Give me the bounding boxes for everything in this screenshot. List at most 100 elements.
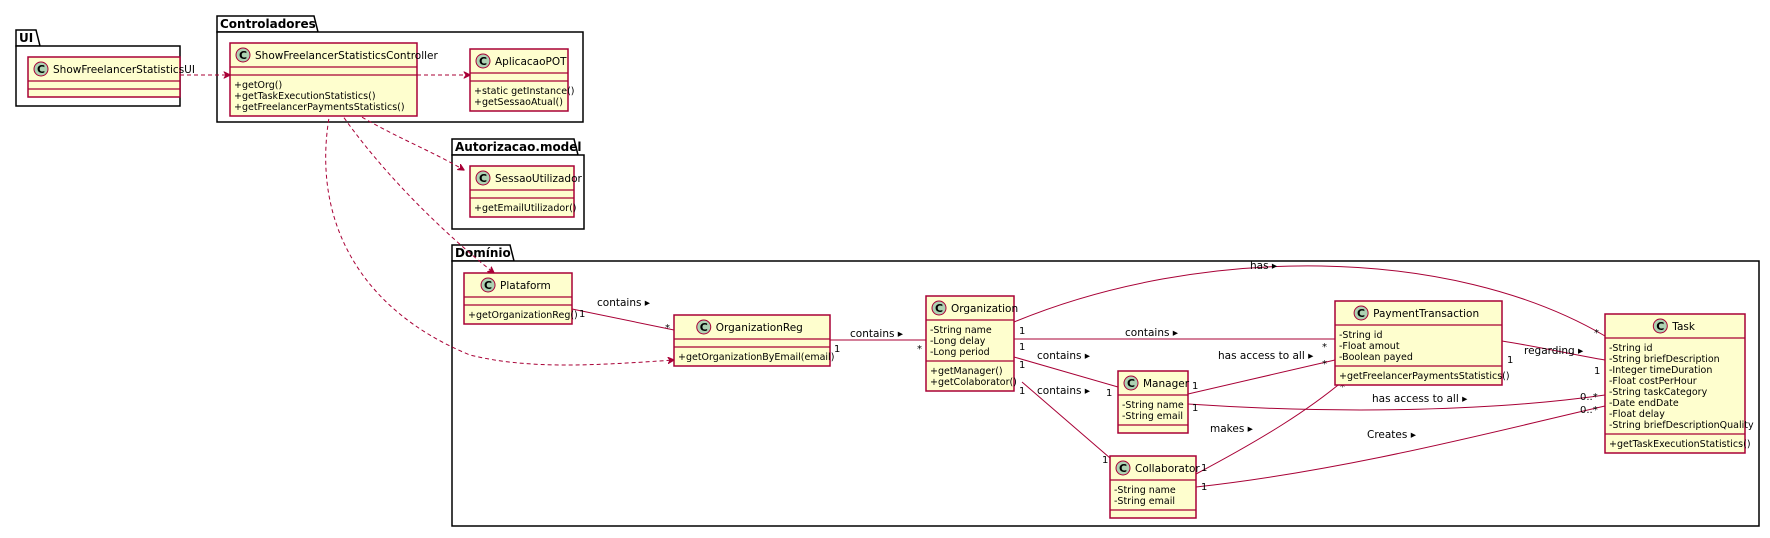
class-Plataform[interactable]: C Plataform +getOrganizationReg() [463, 272, 578, 325]
assoc-manager-task-label: has access to all ▸ [1372, 393, 1468, 405]
mult-col-pay-1: 1 [1201, 463, 1207, 474]
mult-org-pay-1: 1 [1019, 342, 1025, 353]
class-icon [480, 277, 496, 293]
class-icon [696, 319, 712, 335]
class-icon-letter: C [935, 302, 943, 315]
class-attribute: -String name [1114, 485, 1176, 496]
class-attribute: -String name [930, 325, 992, 336]
classes: C ShowFreelancerStatisticsUI C ShowFreelanc… [27, 42, 1754, 519]
class-icon [1652, 318, 1668, 334]
class-box [27, 56, 181, 98]
class-icon-letter: C [1127, 377, 1135, 390]
class-method: +getOrganizationByEmail(email) [678, 352, 834, 363]
class-attribute: -String briefDescription [1609, 354, 1720, 365]
class-name: Plataform [500, 280, 551, 292]
class-icon [33, 61, 49, 77]
assoc-org-task-label: has ▸ [1250, 260, 1278, 272]
assoc-org-task [1013, 265, 1606, 337]
assoc-payment-task-label: regarding ▸ [1524, 345, 1584, 357]
class-icon-letter: C [239, 49, 247, 62]
assoc-collab-payment [1195, 374, 1351, 475]
class-name: ShowFreelancerStatisticsController [255, 50, 439, 62]
class-name: ShowFreelancerStatisticsUI [53, 64, 195, 76]
class-attribute: -String name [1122, 400, 1184, 411]
assoc-plat-orgreg [571, 308, 675, 331]
class-attribute: -String briefDescriptionQuality [1609, 420, 1754, 431]
class-AplicacaoPOT[interactable]: C AplicacaoPOT +static getInstance()+getSe… [469, 48, 574, 112]
dep-controller-plataform [339, 111, 494, 273]
class-ShowFreelancerStatisticsController[interactable]: C ShowFreelancerStatisticsController +getO… [229, 42, 439, 117]
assoc-collab-task-label: Creates ▸ [1367, 429, 1417, 441]
mult-task-0n-2: 0..* [1580, 405, 1598, 416]
mult-orgreg-star: * [665, 323, 670, 334]
dep-controller-orgreg [325, 111, 674, 366]
class-ShowFreelancerStatisticsUI[interactable]: C ShowFreelancerStatisticsUI [27, 56, 195, 98]
class-icon [1123, 375, 1139, 391]
mult-task-0n-1: 0..* [1580, 392, 1598, 403]
class-icon [475, 170, 491, 186]
class-icon-letter: C [484, 279, 492, 292]
class-icon [931, 300, 947, 316]
class-icon-letter: C [479, 55, 487, 68]
assoc-org-collab [1021, 381, 1111, 459]
package-autorizacao-title: Autorizacao.model [455, 140, 582, 154]
assoc-org-manager-label: contains ▸ [1037, 350, 1091, 362]
class-method: +static getInstance() [474, 86, 574, 97]
mult-org-man-1: 1 [1019, 360, 1025, 371]
mult-orgreg-1: 1 [834, 344, 840, 355]
class-name: Manager [1143, 378, 1190, 390]
assoc-manager-payment [1187, 359, 1336, 395]
class-attribute: -Float delay [1609, 409, 1665, 420]
assoc-collab-task [1195, 405, 1606, 488]
class-method: +getOrganizationReg() [468, 310, 578, 321]
assoc-org-collab-label: contains ▸ [1037, 385, 1091, 397]
class-name: Task [1671, 321, 1696, 333]
dep-controller-sessao [349, 109, 464, 170]
mult-pay-star-2: * [1322, 359, 1327, 370]
assoc-orgreg-org-label: contains ▸ [850, 328, 904, 340]
class-method: +getFreelancerPaymentsStatistics() [1339, 371, 1510, 382]
class-method: +getColaborator() [930, 377, 1017, 388]
class-attribute: -Float amout [1339, 341, 1400, 352]
class-method: +getTaskExecutionStatistics() [234, 91, 376, 102]
assoc-manager-task [1187, 394, 1606, 411]
class-attribute: -Long period [930, 347, 990, 358]
package-dominio-title: Domínio [455, 246, 511, 260]
class-method: +getOrg() [234, 80, 282, 91]
assoc-payment-task [1501, 340, 1606, 361]
class-icon-letter: C [37, 63, 45, 76]
class-icon-letter: C [1656, 320, 1664, 333]
class-method: +getSessaoAtual() [474, 97, 563, 108]
class-name: SessaoUtilizador [495, 173, 583, 185]
package-controladores-title: Controladores [220, 17, 316, 31]
class-method: +getManager() [930, 366, 1003, 377]
package-ui-title: UI [19, 31, 33, 45]
class-name: AplicacaoPOT [495, 56, 567, 68]
mult-plat-1: 1 [579, 309, 585, 320]
class-attribute: -Boolean payed [1339, 352, 1413, 363]
mult-man-1: 1 [1106, 388, 1112, 399]
associations: contains ▸ 1 * contains ▸ 1 * has ▸ 1 * … [571, 260, 1606, 493]
class-icon-letter: C [700, 321, 708, 334]
class-icon [1115, 460, 1131, 476]
dependencies [180, 75, 674, 366]
class-method: +getEmailUtilizador() [474, 203, 576, 214]
class-icon [235, 47, 251, 63]
mult-man-task-1: 1 [1192, 403, 1198, 414]
class-attribute: -Float costPerHour [1609, 376, 1697, 387]
assoc-manager-payment-label: has access to all ▸ [1218, 350, 1314, 362]
class-box [1604, 313, 1746, 454]
mult-org-task-1: 1 [1019, 326, 1025, 337]
class-icon-letter: C [1119, 462, 1127, 475]
mult-col-task-1: 1 [1201, 482, 1207, 493]
class-name: Collaborator [1135, 463, 1200, 475]
mult-org-star: * [917, 344, 922, 355]
mult-pay-star: * [1322, 342, 1327, 353]
